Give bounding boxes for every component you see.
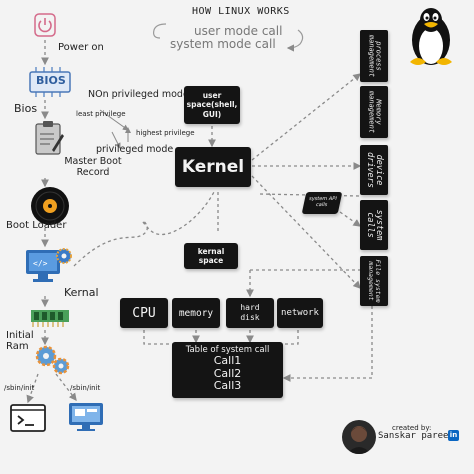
initial-ram-label: Initial Ram	[6, 330, 34, 352]
arrow-kernel-process	[251, 73, 362, 161]
kernal-space-box: kernal space	[184, 243, 238, 269]
monitor-gear-icon: </>	[24, 246, 74, 290]
arrow-syscalls-table	[282, 300, 373, 382]
hard-disk-label: hard disk	[240, 303, 260, 322]
clipboard-icon	[34, 120, 64, 160]
sbin-init-left-label: /sbin/init	[4, 384, 35, 392]
ram-icon	[30, 308, 70, 332]
linkedin-icon: in	[448, 430, 459, 441]
hard-disk-box: hard disk	[226, 298, 274, 328]
syscall-table-title: Table of system call	[185, 345, 270, 355]
sbin-init-right-label: /sbin/init	[70, 384, 101, 392]
arrow-kernel-fs	[251, 175, 361, 289]
disk-icon	[30, 186, 70, 230]
init-gears-icon	[34, 344, 70, 380]
syscall-call-3: Call3	[213, 379, 242, 393]
terminal-icon	[10, 404, 46, 436]
user-space-label: user space(shell, GUI)	[186, 90, 238, 119]
device-drivers-box: device drivers	[360, 145, 388, 195]
page-title: HOW LINUX WORKS	[192, 6, 290, 17]
author-avatar	[342, 420, 376, 454]
memory-management-label: Memory management	[367, 90, 383, 134]
author-name: Sanskar pareek	[378, 431, 454, 441]
gui-desktop-icon	[68, 402, 104, 436]
tux-logo-icon	[404, 4, 458, 72]
syscall-call-1: Call1	[213, 354, 242, 367]
least-privilege-label: least privilege	[76, 110, 126, 118]
memory-label: memory	[178, 307, 214, 319]
arrow-init-terminal	[26, 373, 39, 404]
memory-box: memory	[172, 298, 220, 328]
kernal-space-label: kernal space	[197, 247, 225, 265]
arrow-api-syscalls	[339, 211, 362, 227]
highest-privilege-label: highest privilege	[136, 129, 195, 137]
privileged-mode-label: privileged mode	[96, 144, 174, 155]
created-by-label: created by:	[392, 424, 432, 432]
process-management-label: process management	[367, 34, 383, 78]
connector-kernal-kernel	[73, 189, 216, 267]
system-api-calls-label: system API calls	[308, 196, 338, 208]
syscall-call-2: Call2	[213, 366, 242, 380]
connector-network-table	[268, 330, 299, 345]
memory-management-box: Memory management	[360, 86, 388, 138]
bios-chip-text: BIOS	[36, 74, 66, 87]
bios-chip-icon	[28, 66, 72, 102]
cpu-label: CPU	[132, 305, 156, 321]
system-api-calls-box: system API calls	[301, 192, 343, 214]
bios-label: Bios	[14, 102, 38, 115]
cpu-box: CPU	[120, 298, 168, 328]
process-management-box: process management	[360, 30, 388, 82]
boot-loader-label: Boot Loader	[6, 220, 67, 231]
system-mode-call-label: system mode call	[170, 37, 276, 51]
non-privileged-mode-label: NOn privileged mode	[88, 89, 189, 100]
mbr-label: Master Boot Record	[64, 156, 122, 178]
power-icon	[34, 13, 56, 41]
kernal-boot-label: Kernal	[64, 286, 99, 299]
file-system-management-label: File system management	[367, 259, 382, 303]
system-calls-label: system calls	[365, 209, 384, 241]
network-box: network	[277, 298, 323, 328]
power-on-label: Power on	[58, 42, 104, 53]
user-mode-call-label: user mode call	[194, 24, 283, 38]
syscall-table-box: Table of system call Call1 Call2 Call3	[172, 342, 283, 398]
kernel-label: Kernel	[181, 157, 245, 177]
kernel-box: Kernel	[175, 147, 251, 187]
device-drivers-label: device drivers	[365, 152, 384, 188]
svg-text:</>: </>	[33, 259, 48, 268]
system-calls-box: system calls	[360, 200, 388, 250]
file-system-management-box: File system management	[360, 256, 388, 306]
network-label: network	[281, 308, 319, 318]
user-space-box: user space(shell, GUI)	[184, 86, 240, 124]
